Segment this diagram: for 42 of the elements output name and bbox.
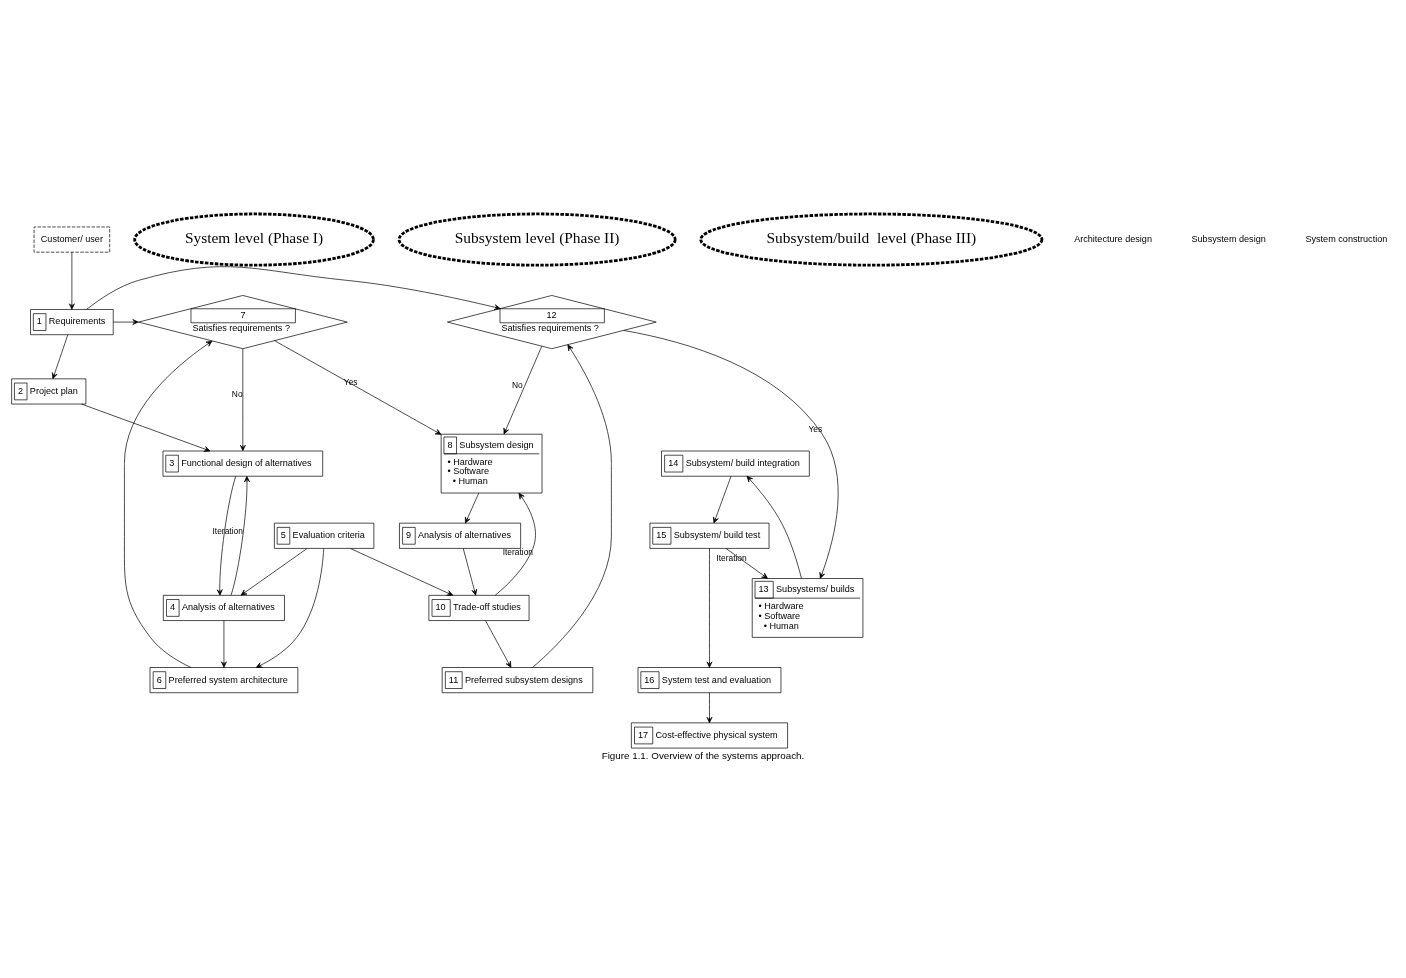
- node-ellipse: Subsystem level (Phase II): [397, 212, 677, 267]
- arrow: [725, 548, 768, 579]
- arrow: [221, 620, 227, 668]
- label: Subsystem design: [1191, 233, 1266, 244]
- arrow: [713, 475, 732, 524]
- arrow: [274, 340, 442, 435]
- node-box: 4 Analysis of alternatives: [162, 595, 285, 621]
- edge-label: Iteration: [212, 526, 243, 537]
- edge-label: Iteration: [502, 547, 534, 558]
- arrow: [706, 692, 713, 724]
- arrow: [494, 492, 536, 596]
- edge-label: No: [511, 379, 523, 390]
- edge-label: Yes: [343, 377, 358, 388]
- arrow: [69, 251, 75, 310]
- arrow: [465, 492, 480, 524]
- arrow: [239, 348, 246, 452]
- arrow: [503, 345, 543, 435]
- arrow: [81, 403, 211, 452]
- edge-label: Yes: [808, 423, 823, 434]
- node-ellipse: System level (Phase I): [133, 212, 375, 267]
- arrow: [230, 475, 250, 596]
- node-box: Customer/ user: [33, 226, 111, 253]
- arrow: [86, 266, 501, 311]
- arrow: [112, 319, 139, 325]
- arrow: [623, 330, 839, 579]
- arrow: [51, 334, 69, 380]
- label: System construction: [1305, 233, 1388, 244]
- arrow: [532, 344, 612, 668]
- label: Architecture design: [1074, 233, 1152, 244]
- node-ellipse: Subsystem/build level (Phase III): [699, 212, 1044, 267]
- caption: Figure 1.1. Overview of the systems approach.: [601, 749, 805, 761]
- arrow: [746, 475, 802, 579]
- arrow: [216, 475, 237, 596]
- edge-label: No: [231, 389, 243, 400]
- arrow: [350, 548, 454, 596]
- arrow: [240, 548, 308, 596]
- arrow: [462, 548, 478, 596]
- edge-label: Iteration: [716, 552, 747, 563]
- arrow: [706, 548, 713, 668]
- arrow: [255, 548, 325, 668]
- arrow: [485, 620, 512, 668]
- arrow: [124, 340, 213, 668]
